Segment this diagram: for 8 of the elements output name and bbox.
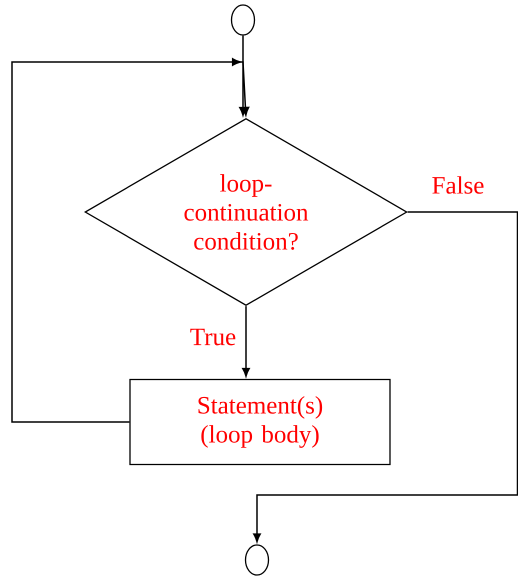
terminal-circle	[230, 4, 256, 36]
terminal-circle	[244, 544, 270, 576]
arrow	[11, 58, 250, 423]
process-box: Statement(s) (loop body)	[129, 378, 391, 466]
arrow	[242, 306, 250, 377]
edge-label: True	[188, 328, 238, 346]
edge-label: False	[430, 175, 486, 195]
arrow	[253, 211, 518, 542]
